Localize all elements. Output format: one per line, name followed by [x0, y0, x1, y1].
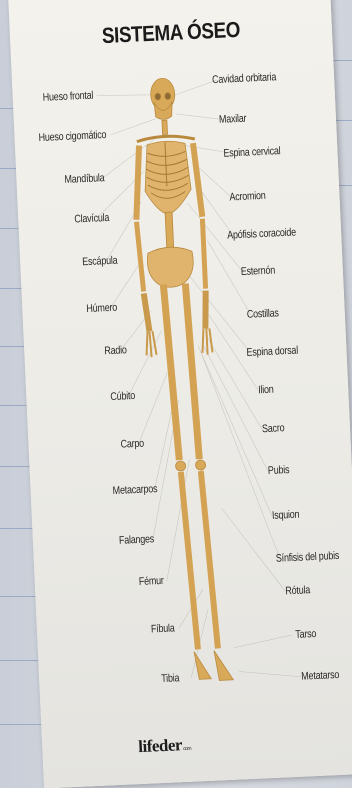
label-fibula: Fíbula [151, 622, 175, 635]
brand-logo: lifedercom [138, 735, 192, 757]
brand-suffix: com [183, 746, 191, 752]
label-esternon: Esternón [241, 264, 276, 278]
brand-name: lifeder [138, 735, 183, 756]
label-espina-dorsal: Espina dorsal [246, 345, 298, 359]
label-sacro: Sacro [262, 422, 285, 435]
label-ilion: Ilion [258, 384, 274, 397]
label-isquion: Isquion [272, 509, 300, 522]
label-clavicula: Clavícula [74, 212, 109, 226]
skeleton-card: SISTEMA ÓSEO [8, 0, 352, 788]
label-humero: Húmero [86, 302, 117, 315]
label-escapula: Escápula [82, 255, 118, 269]
label-femur: Fémur [139, 575, 164, 588]
label-acromion: Acromion [229, 190, 266, 204]
label-cubito: Cúbito [110, 390, 135, 403]
label-tarso: Tarso [295, 628, 316, 641]
label-pubis: Pubis [268, 464, 290, 477]
label-maxilar: Maxilar [219, 113, 247, 126]
label-mandibula: Mandíbula [64, 172, 104, 186]
label-rotula: Rótula [285, 584, 310, 597]
label-carpo: Carpo [120, 438, 144, 451]
label-metacarpos: Metacarpos [112, 483, 157, 497]
label-costillas: Costillas [247, 307, 279, 320]
label-falanges: Falanges [119, 533, 155, 547]
label-tibia: Tibia [161, 672, 180, 685]
label-metatarso: Metatarso [301, 669, 339, 683]
label-hueso-frontal: Hueso frontal [42, 90, 93, 104]
label-radio: Radio [104, 344, 127, 357]
